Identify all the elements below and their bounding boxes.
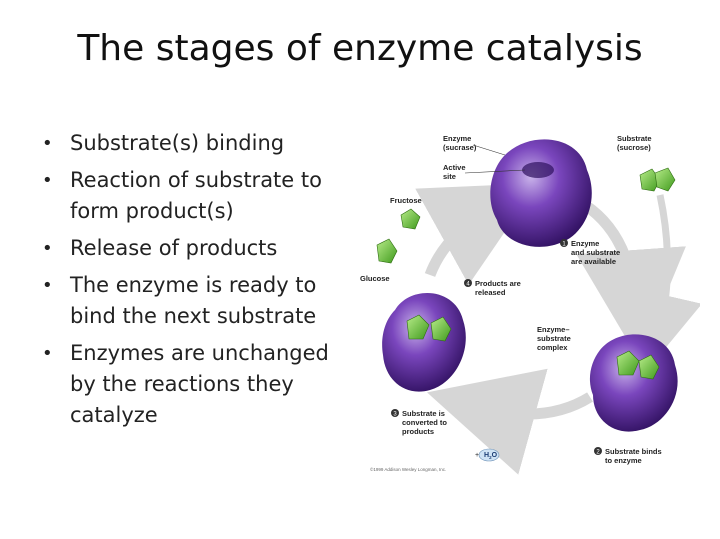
bullet-item: • The enzyme is ready to bind the next s…	[40, 270, 370, 332]
enzyme-label: Enzyme (sucrase)	[443, 134, 477, 152]
step-number-icon	[560, 239, 568, 247]
water-prefix: +	[475, 452, 479, 459]
enzyme-substrate-complex	[589, 334, 678, 432]
bullet-dot-icon: •	[42, 343, 53, 364]
bullet-text: The enzyme is ready to	[70, 273, 317, 297]
fructose-label: Fructose	[390, 196, 422, 205]
bullet-list: • Substrate(s) binding • Reaction of sub…	[40, 128, 370, 437]
water-sub: 2	[489, 455, 492, 460]
step-1-number: 1	[562, 242, 566, 248]
bullet-text: catalyze	[70, 403, 158, 427]
step-3-label: Substrate is converted to products	[402, 409, 449, 436]
bullet-text: Substrate(s) binding	[70, 131, 285, 155]
bullet-item: • Release of products	[40, 233, 370, 264]
fructose-molecule	[400, 208, 421, 230]
glucose-label: Glucose	[360, 274, 390, 283]
cycle-arrow	[415, 183, 539, 285]
cycle-arrow	[426, 368, 593, 475]
water-o: O	[492, 452, 498, 459]
bullet-dot-icon: •	[42, 238, 53, 259]
glucose-molecule	[376, 238, 398, 264]
bullet-text: by the reactions they	[70, 372, 294, 396]
copyright-text: ©1999 Addison Wesley Longman, Inc.	[370, 466, 446, 472]
substrate-label: Substrate (sucrose)	[617, 134, 654, 152]
bullet-text: Release of products	[70, 236, 278, 260]
step-2-label: Substrate binds to enzyme	[605, 447, 664, 465]
bullet-text: bind the next substrate	[70, 304, 317, 328]
step-number-icon	[391, 409, 399, 417]
cycle-arrow	[576, 200, 686, 360]
enzyme-with-products	[382, 293, 466, 392]
bullet-text: form product(s)	[70, 199, 234, 223]
step-2-number: 2	[596, 450, 600, 456]
step-1-label: Enzyme and substrate are available	[571, 239, 622, 266]
bullet-dot-icon: •	[42, 133, 53, 154]
bullet-item: • Substrate(s) binding	[40, 128, 370, 159]
step-number-icon	[464, 279, 472, 287]
step-4-label: Products are released	[475, 279, 523, 297]
step-4-number: 4	[466, 282, 470, 288]
water-molecule: + H2O	[475, 448, 500, 462]
step-number-icon	[594, 447, 602, 455]
active-site-label: Active site	[443, 163, 468, 181]
enzyme-cycle-diagram: Enzyme (sucrase) Active site Substrate (…	[360, 134, 700, 475]
bullet-item: • Enzymes are unchanged by the reactions…	[40, 338, 370, 431]
substrate-molecule	[639, 167, 676, 192]
bullet-text: Reaction of substrate to	[70, 168, 322, 192]
cycle-arrow	[633, 194, 700, 365]
complex-label: Enzyme– substrate complex	[537, 325, 573, 352]
step-3-number: 3	[393, 412, 397, 418]
bullet-text: Enzymes are unchanged	[70, 341, 329, 365]
slide-title: The stages of enzyme catalysis	[77, 28, 643, 69]
bullet-dot-icon: •	[42, 170, 53, 191]
bullet-item: • Reaction of substrate to form product(…	[40, 165, 370, 227]
bullet-dot-icon: •	[42, 275, 53, 296]
enzyme-blob	[490, 139, 592, 247]
water-h: H	[484, 452, 489, 459]
svg-text:H2O: H2O	[484, 452, 498, 460]
